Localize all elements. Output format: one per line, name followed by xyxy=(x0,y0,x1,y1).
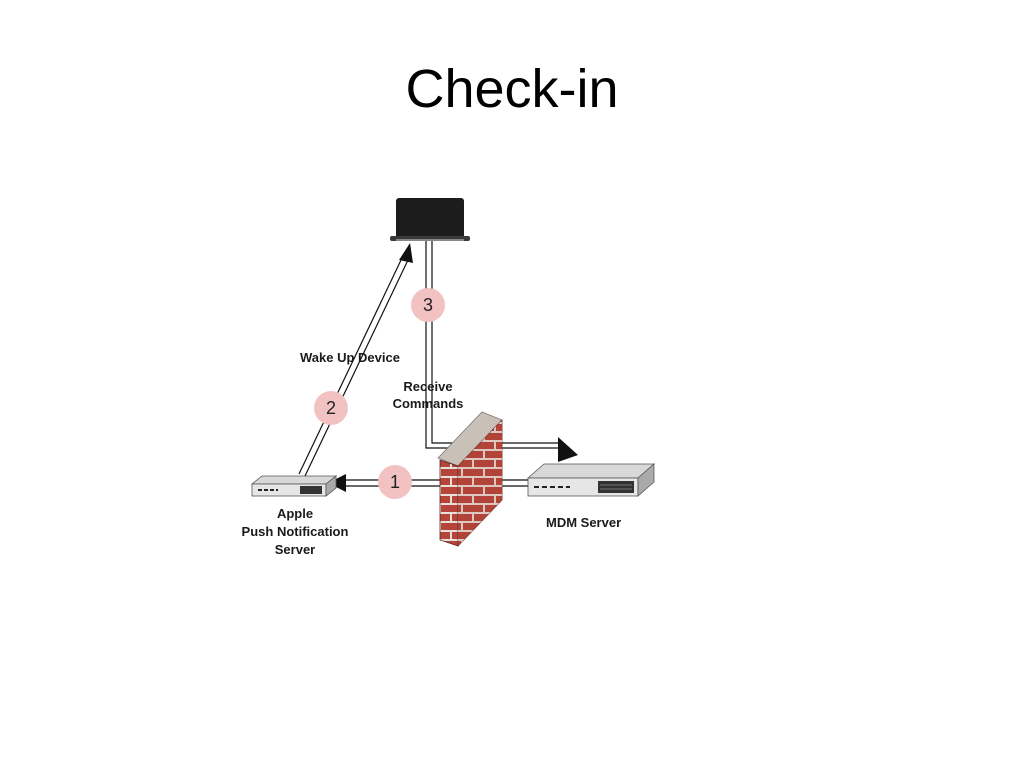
mdm-server-label: MDM Server xyxy=(546,515,621,530)
arrow-wake-up xyxy=(298,243,413,477)
step-3-number: 3 xyxy=(423,295,433,315)
brick-firewall-icon xyxy=(437,411,503,547)
step-3-label-line-1: Receive xyxy=(403,379,452,394)
slide-title: Check-in xyxy=(405,59,619,119)
ipad-device-icon xyxy=(390,198,470,241)
step-3-badge: 3 xyxy=(411,288,445,322)
step-2-number: 2 xyxy=(326,398,336,418)
server-appliance-icon xyxy=(526,463,656,497)
step-2-badge: 2 xyxy=(314,391,348,425)
step-1-badge: 1 xyxy=(378,465,412,499)
step-2-label: Wake Up Device xyxy=(300,350,400,365)
step-1-number: 1 xyxy=(390,472,400,492)
apns-label-line-3: Server xyxy=(275,542,315,557)
apns-label-line-1: Apple xyxy=(277,506,313,521)
mdm-server: MDM Server xyxy=(526,463,656,530)
server-appliance-icon xyxy=(250,475,338,497)
step-3-label-line-2: Commands xyxy=(393,396,464,411)
apns-label-line-2: Push Notification xyxy=(242,524,349,539)
apns-server: Apple Push Notification Server xyxy=(242,475,349,557)
